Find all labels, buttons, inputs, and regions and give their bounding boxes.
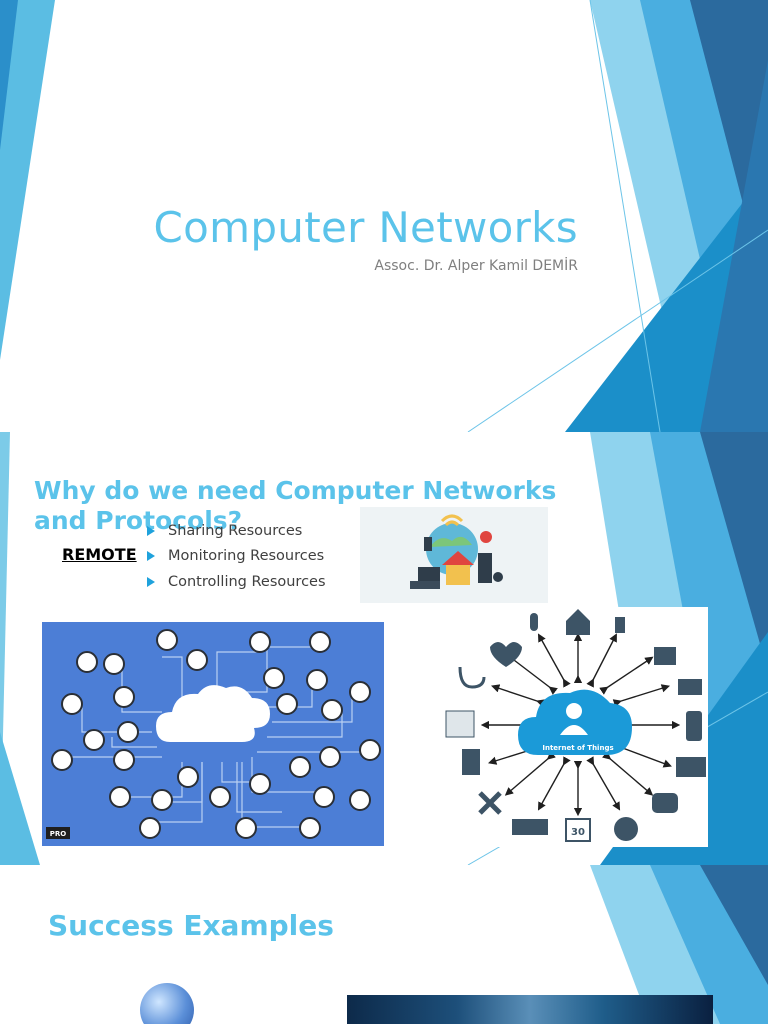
smartphone-icon (686, 711, 702, 741)
slide-title: Success Examples (48, 909, 334, 942)
truck-icon (512, 819, 548, 835)
bullet-arrow-icon (147, 551, 155, 562)
success-examples-slide: Success Examples (0, 865, 768, 1024)
globe-image (140, 983, 194, 1024)
list-item: Sharing Resources (147, 518, 326, 544)
iot-hub-label: Internet of Things (542, 744, 613, 752)
remote-label: REMOTE (62, 545, 137, 564)
title-slide: Computer Networks Assoc. Dr. Alper Kamil… (0, 0, 768, 432)
why-networks-slide: Why do we need Computer Networks and Pro… (0, 432, 768, 865)
example-photo (347, 995, 713, 1024)
envelope-icon (676, 757, 706, 777)
resource-list: Sharing Resources Monitoring Resources C… (147, 518, 326, 595)
bullet-arrow-icon (147, 525, 155, 536)
bullet-arrow-icon (147, 576, 155, 587)
chart-icon (445, 710, 475, 738)
list-item: Monitoring Resources (147, 544, 326, 570)
presentation-title: Computer Networks (153, 203, 578, 252)
pro-badge: PRO (50, 830, 67, 838)
svg-text:30: 30 (571, 827, 585, 838)
clipboard-icon (462, 749, 480, 775)
smart-home-illustration (360, 507, 548, 603)
clapperboard-icon (654, 647, 676, 665)
list-item: Controlling Resources (147, 569, 326, 595)
calendar-icon (565, 818, 591, 842)
tools-icon (478, 791, 502, 815)
music-note-icon (615, 617, 625, 633)
cloud-devices-image: PRO (42, 622, 384, 846)
home-icon (566, 609, 590, 635)
heart-icon (490, 642, 522, 667)
slide-decoration (590, 865, 768, 1024)
microphone-icon (530, 613, 538, 631)
alarm-clock-icon (614, 817, 638, 841)
slide-title: Why do we need Computer Networks and Pro… (34, 476, 557, 535)
camera-icon (678, 679, 702, 695)
internet-of-things-diagram: Internet of Things 30 (440, 607, 708, 847)
chat-bubble-icon (652, 793, 678, 813)
presenter-name: Assoc. Dr. Alper Kamil DEMİR (374, 258, 578, 274)
slide-decoration (0, 0, 768, 432)
stethoscope-icon (458, 666, 486, 689)
